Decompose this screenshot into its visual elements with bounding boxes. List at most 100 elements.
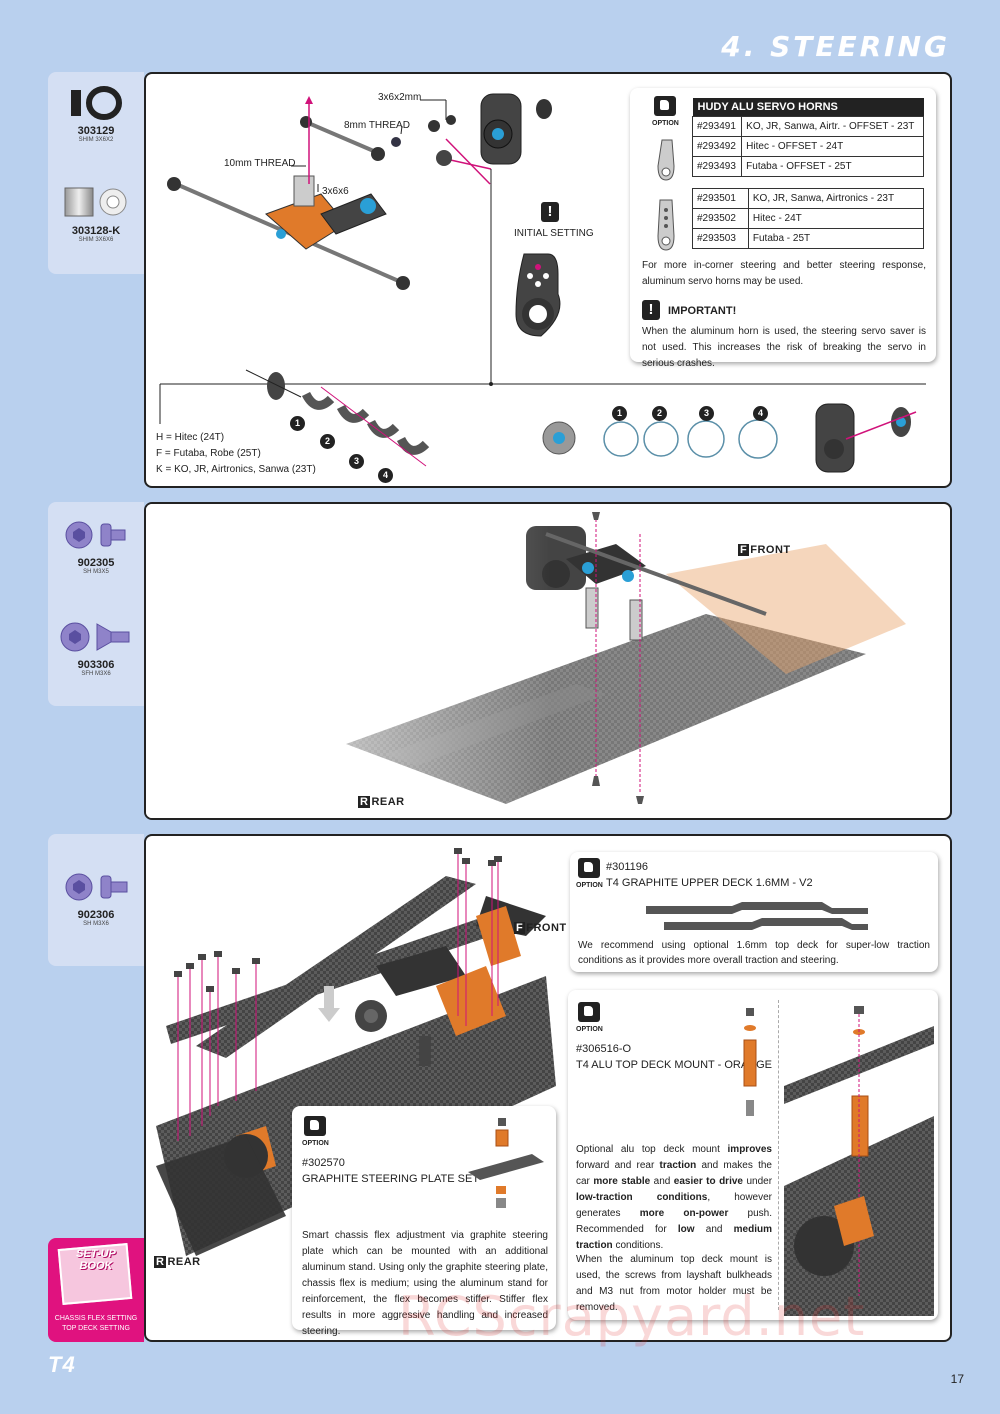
part-code: #293491: [691, 116, 743, 137]
part-code: #293492: [691, 136, 743, 157]
part-desc: SFH M3x6: [81, 671, 111, 677]
text-emphasis: more on-power: [639, 1208, 729, 1219]
position-number: 3: [699, 406, 714, 421]
text-run: forward and rear: [576, 1160, 660, 1171]
position-number: 4: [753, 406, 768, 421]
upper-deck-option-box: OPTION #301196 T4 GRAPHITE UPPER DECK 1.…: [570, 852, 938, 972]
socket-head-screw-icon: [65, 873, 128, 901]
shim-thick-icon: [64, 187, 127, 217]
step-servo-saver: 3x6x2mm 8mm THREAD 10mm THREAD 3x6x6 ! I…: [144, 72, 952, 488]
option-label: OPTION: [302, 1140, 329, 1147]
front-label: FRONT: [526, 922, 567, 934]
text-run: and: [694, 1224, 734, 1235]
servo-horn-offset-icon: [657, 139, 675, 181]
t4-logo: T4: [48, 1352, 76, 1377]
thumbs-up-icon: [304, 1116, 326, 1136]
steering-plate-code: #302570: [302, 1157, 345, 1169]
part-303128-k: 303128-K SHIM 3x6x6: [48, 184, 144, 243]
text-emphasis: more stable: [593, 1176, 651, 1187]
initial-setting-icon: !: [541, 202, 559, 222]
deck-mount-installed-diagram: [784, 1006, 934, 1316]
socket-head-screw-icon: [65, 521, 126, 549]
part-number: 903306: [77, 659, 115, 671]
label-shim-3x6x6: 3x6x6: [322, 186, 349, 197]
part-desc: SH M3x5: [83, 569, 109, 575]
parts-sidebar-step3: 902306 SH M3x6: [48, 834, 144, 966]
part-902305: 902305 SH M3x5: [48, 518, 144, 575]
parts-sidebar-step2: 902305 SH M3x5 903306 SFH M3x6: [48, 502, 144, 706]
text-emphasis: low-traction conditions: [576, 1192, 708, 1203]
text-emphasis: medium traction: [576, 1224, 772, 1251]
part-number: 902306: [77, 909, 115, 921]
text-run: conditions.: [612, 1240, 664, 1251]
deck-mount-part-icon: [743, 1008, 757, 1116]
text-emphasis: easier to drive: [673, 1176, 743, 1187]
position-number: 1: [612, 406, 627, 421]
part-desc: KO, JR, Sanwa, Airtronics - 23T: [747, 188, 925, 209]
deck-mount-note: When the aluminum top deck mount is used…: [576, 1254, 772, 1313]
section-title: 4. STEERING: [721, 30, 950, 63]
important-text: When the aluminum horn is used, the stee…: [642, 326, 926, 369]
thumbs-up-icon: [578, 1002, 600, 1022]
position-number: 4: [378, 468, 393, 483]
deck-mount-text: Optional alu top deck mount improves for…: [576, 1142, 772, 1254]
upper-deck-diagram: [156, 848, 556, 1256]
position-number: 2: [320, 434, 335, 449]
label-thread-10mm: 10mm THREAD: [224, 158, 296, 169]
option-label: OPTION: [576, 1026, 603, 1033]
part-desc: SHIM 3x6x6: [78, 237, 114, 243]
flat-head-screw-icon: [60, 622, 130, 652]
setup-book-badge[interactable]: SET-UP BOOK CHASSIS FLEX SETTING TOP DEC…: [48, 1238, 144, 1342]
option-label: OPTION: [576, 882, 603, 889]
deck-mount-option-box: OPTION #306516-O T4 ALU TOP DECK MOUNT -…: [568, 990, 938, 1320]
rear-label: REAR: [371, 796, 405, 808]
steering-plate-option-box: OPTION #302570 GRAPHITE STEERING PLATE S…: [292, 1106, 556, 1337]
divider: [778, 1000, 779, 1310]
legend-ko: K = KO, JR, Airtronics, Sanwa (23T): [156, 464, 316, 475]
label-initial-setting: INITIAL SETTING: [514, 228, 594, 239]
important-icon: !: [642, 300, 660, 320]
label-shim-3x6x2: 3x6x2mm: [378, 92, 422, 103]
servo-horn-standard-icon: [657, 199, 675, 251]
upper-deck-part-icon: [646, 902, 868, 930]
position-number: 1: [290, 416, 305, 431]
part-desc: SHIM 3x6x2: [78, 137, 114, 143]
parts-sidebar-step1: 303129 SHIM 3x6x2 303128-K SHIM 3x6x6: [48, 72, 144, 274]
part-code: #293493: [691, 156, 743, 177]
part-desc: Futaba - OFFSET - 25T: [741, 156, 924, 177]
text-emphasis: improves: [727, 1144, 772, 1155]
part-code: #293501: [692, 188, 749, 209]
steering-plate-text: Smart chassis flex adjustment via graphi…: [302, 1230, 548, 1337]
thumbs-up-icon: [654, 96, 676, 116]
part-code: #293503: [692, 228, 749, 249]
text-run: push. Recommended for: [576, 1208, 773, 1235]
page-number: 17: [950, 1372, 964, 1386]
servo-saver-exploded-diagram: [159, 93, 926, 473]
position-number: 3: [349, 454, 364, 469]
upper-deck-code: #301196: [606, 861, 649, 873]
part-desc: Hitec - OFFSET - 24T: [741, 136, 924, 157]
deck-mount-name: T4 ALU TOP DECK MOUNT - ORANGE: [576, 1059, 773, 1071]
part-desc: Hitec - 24T: [747, 208, 925, 229]
table-title: HUDY ALU SERVO HORNS: [692, 98, 924, 117]
text-emphasis: low: [677, 1224, 695, 1235]
upper-deck-name: T4 GRAPHITE UPPER DECK 1.6MM - V2: [606, 877, 813, 889]
text-emphasis: traction: [659, 1160, 697, 1171]
steering-plate-part-icon: [468, 1118, 544, 1208]
deck-mount-code: #306516-O: [576, 1043, 632, 1055]
part-number: 902305: [77, 557, 115, 569]
text-run: and makes the car: [576, 1160, 772, 1187]
setup-book-title: SET-UP BOOK: [48, 1248, 144, 1272]
text-run: Optional alu top deck mount: [576, 1144, 728, 1155]
setup-book-line1: CHASSIS FLEX SETTING: [54, 1315, 138, 1322]
